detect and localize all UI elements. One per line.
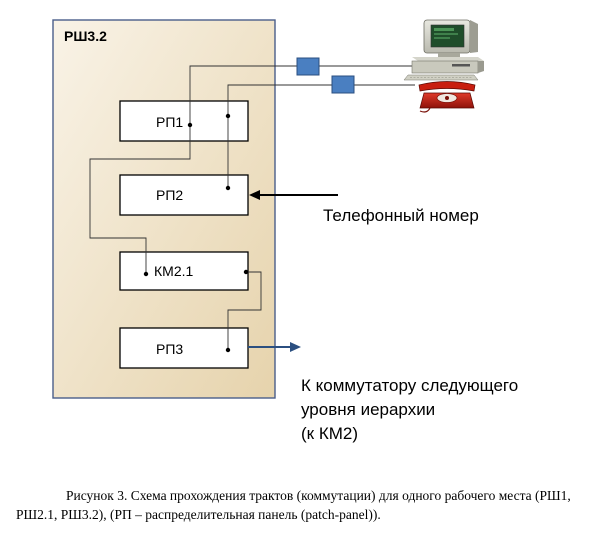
to-switch-label-line3: (к КМ2)	[301, 424, 358, 443]
figure-caption: Рисунок 3. Схема прохождения трактов (ко…	[16, 488, 571, 522]
to-switch-label-line1: К коммутатору следующего	[301, 376, 518, 395]
connector-dot	[187, 122, 193, 128]
connector-dots	[143, 113, 249, 353]
panel-rp2-label: РП2	[156, 187, 183, 203]
panel-rp3: РП3	[119, 327, 249, 369]
phone-number-arrow	[249, 190, 338, 200]
connector-dot	[225, 185, 231, 191]
computer-line-module	[296, 57, 320, 76]
to-switch-label-line2: уровня иерархии	[301, 400, 435, 419]
connector-dot	[143, 271, 149, 277]
connector-dot	[243, 269, 249, 275]
computer-icon	[403, 19, 484, 81]
panel-rp1-label: РП1	[156, 114, 183, 130]
connector-dot	[225, 347, 231, 353]
panel-km21-label: КМ2.1	[154, 263, 193, 279]
panel-km21: КМ2.1	[119, 251, 249, 291]
telephone-icon	[418, 81, 476, 113]
to-switch-arrow	[248, 342, 301, 352]
telephone-line-module	[331, 75, 355, 94]
cabinet-label: РШ3.2	[64, 28, 107, 44]
panel-rp1: РП1	[119, 100, 249, 142]
panel-rp3-label: РП3	[156, 341, 183, 357]
panel-rp2: РП2	[119, 174, 249, 216]
connector-dot	[225, 113, 231, 119]
phone-number-label: Телефонный номер	[323, 206, 479, 225]
